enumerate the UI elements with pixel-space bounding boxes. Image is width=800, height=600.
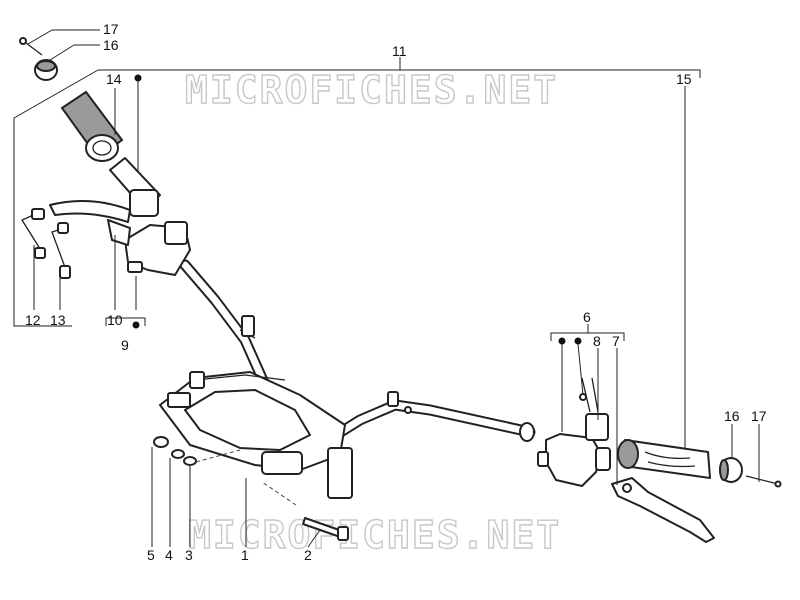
watermark-bottom: MICROFICHES.NET — [188, 513, 561, 557]
callout-1: 1 — [241, 547, 249, 563]
callout-11: 11 — [392, 43, 407, 59]
right-brake-lever — [611, 477, 715, 543]
callout-12: 12 — [25, 312, 41, 328]
left-switch-housing — [124, 221, 191, 276]
callout-13: 13 — [50, 312, 66, 328]
callout-3: 3 — [185, 547, 193, 563]
callout-15: 15 — [676, 71, 692, 87]
right-brake-master-cylinder — [537, 377, 611, 487]
callout-9: 9 — [121, 337, 129, 353]
bracket-11 — [13, 57, 701, 327]
callout-4: 4 — [165, 547, 173, 563]
bolt-2 — [261, 481, 349, 541]
callout-16-right: 16 — [724, 408, 740, 424]
left-throttle-tube — [109, 157, 161, 217]
watermark-top: MICROFICHES.NET — [185, 68, 558, 112]
handlebar-frame — [159, 259, 536, 499]
callout-7: 7 — [612, 333, 620, 349]
callout-10: 10 — [107, 312, 123, 328]
callout-6: 6 — [583, 309, 591, 325]
callout-16-top: 16 — [103, 37, 119, 53]
callout-5: 5 — [147, 547, 155, 563]
left-brake-lever-cable — [21, 200, 131, 279]
callout-8: 8 — [593, 333, 601, 349]
right-grip — [617, 439, 711, 479]
left-grip-end-parts — [19, 37, 58, 81]
washer-stack — [153, 436, 241, 466]
callout-2: 2 — [304, 547, 312, 563]
right-grip-end-parts — [719, 457, 782, 488]
callout-17-top: 17 — [103, 21, 119, 37]
callout-14: 14 — [106, 71, 122, 87]
left-grip — [60, 90, 124, 162]
callout-17-right: 17 — [751, 408, 767, 424]
